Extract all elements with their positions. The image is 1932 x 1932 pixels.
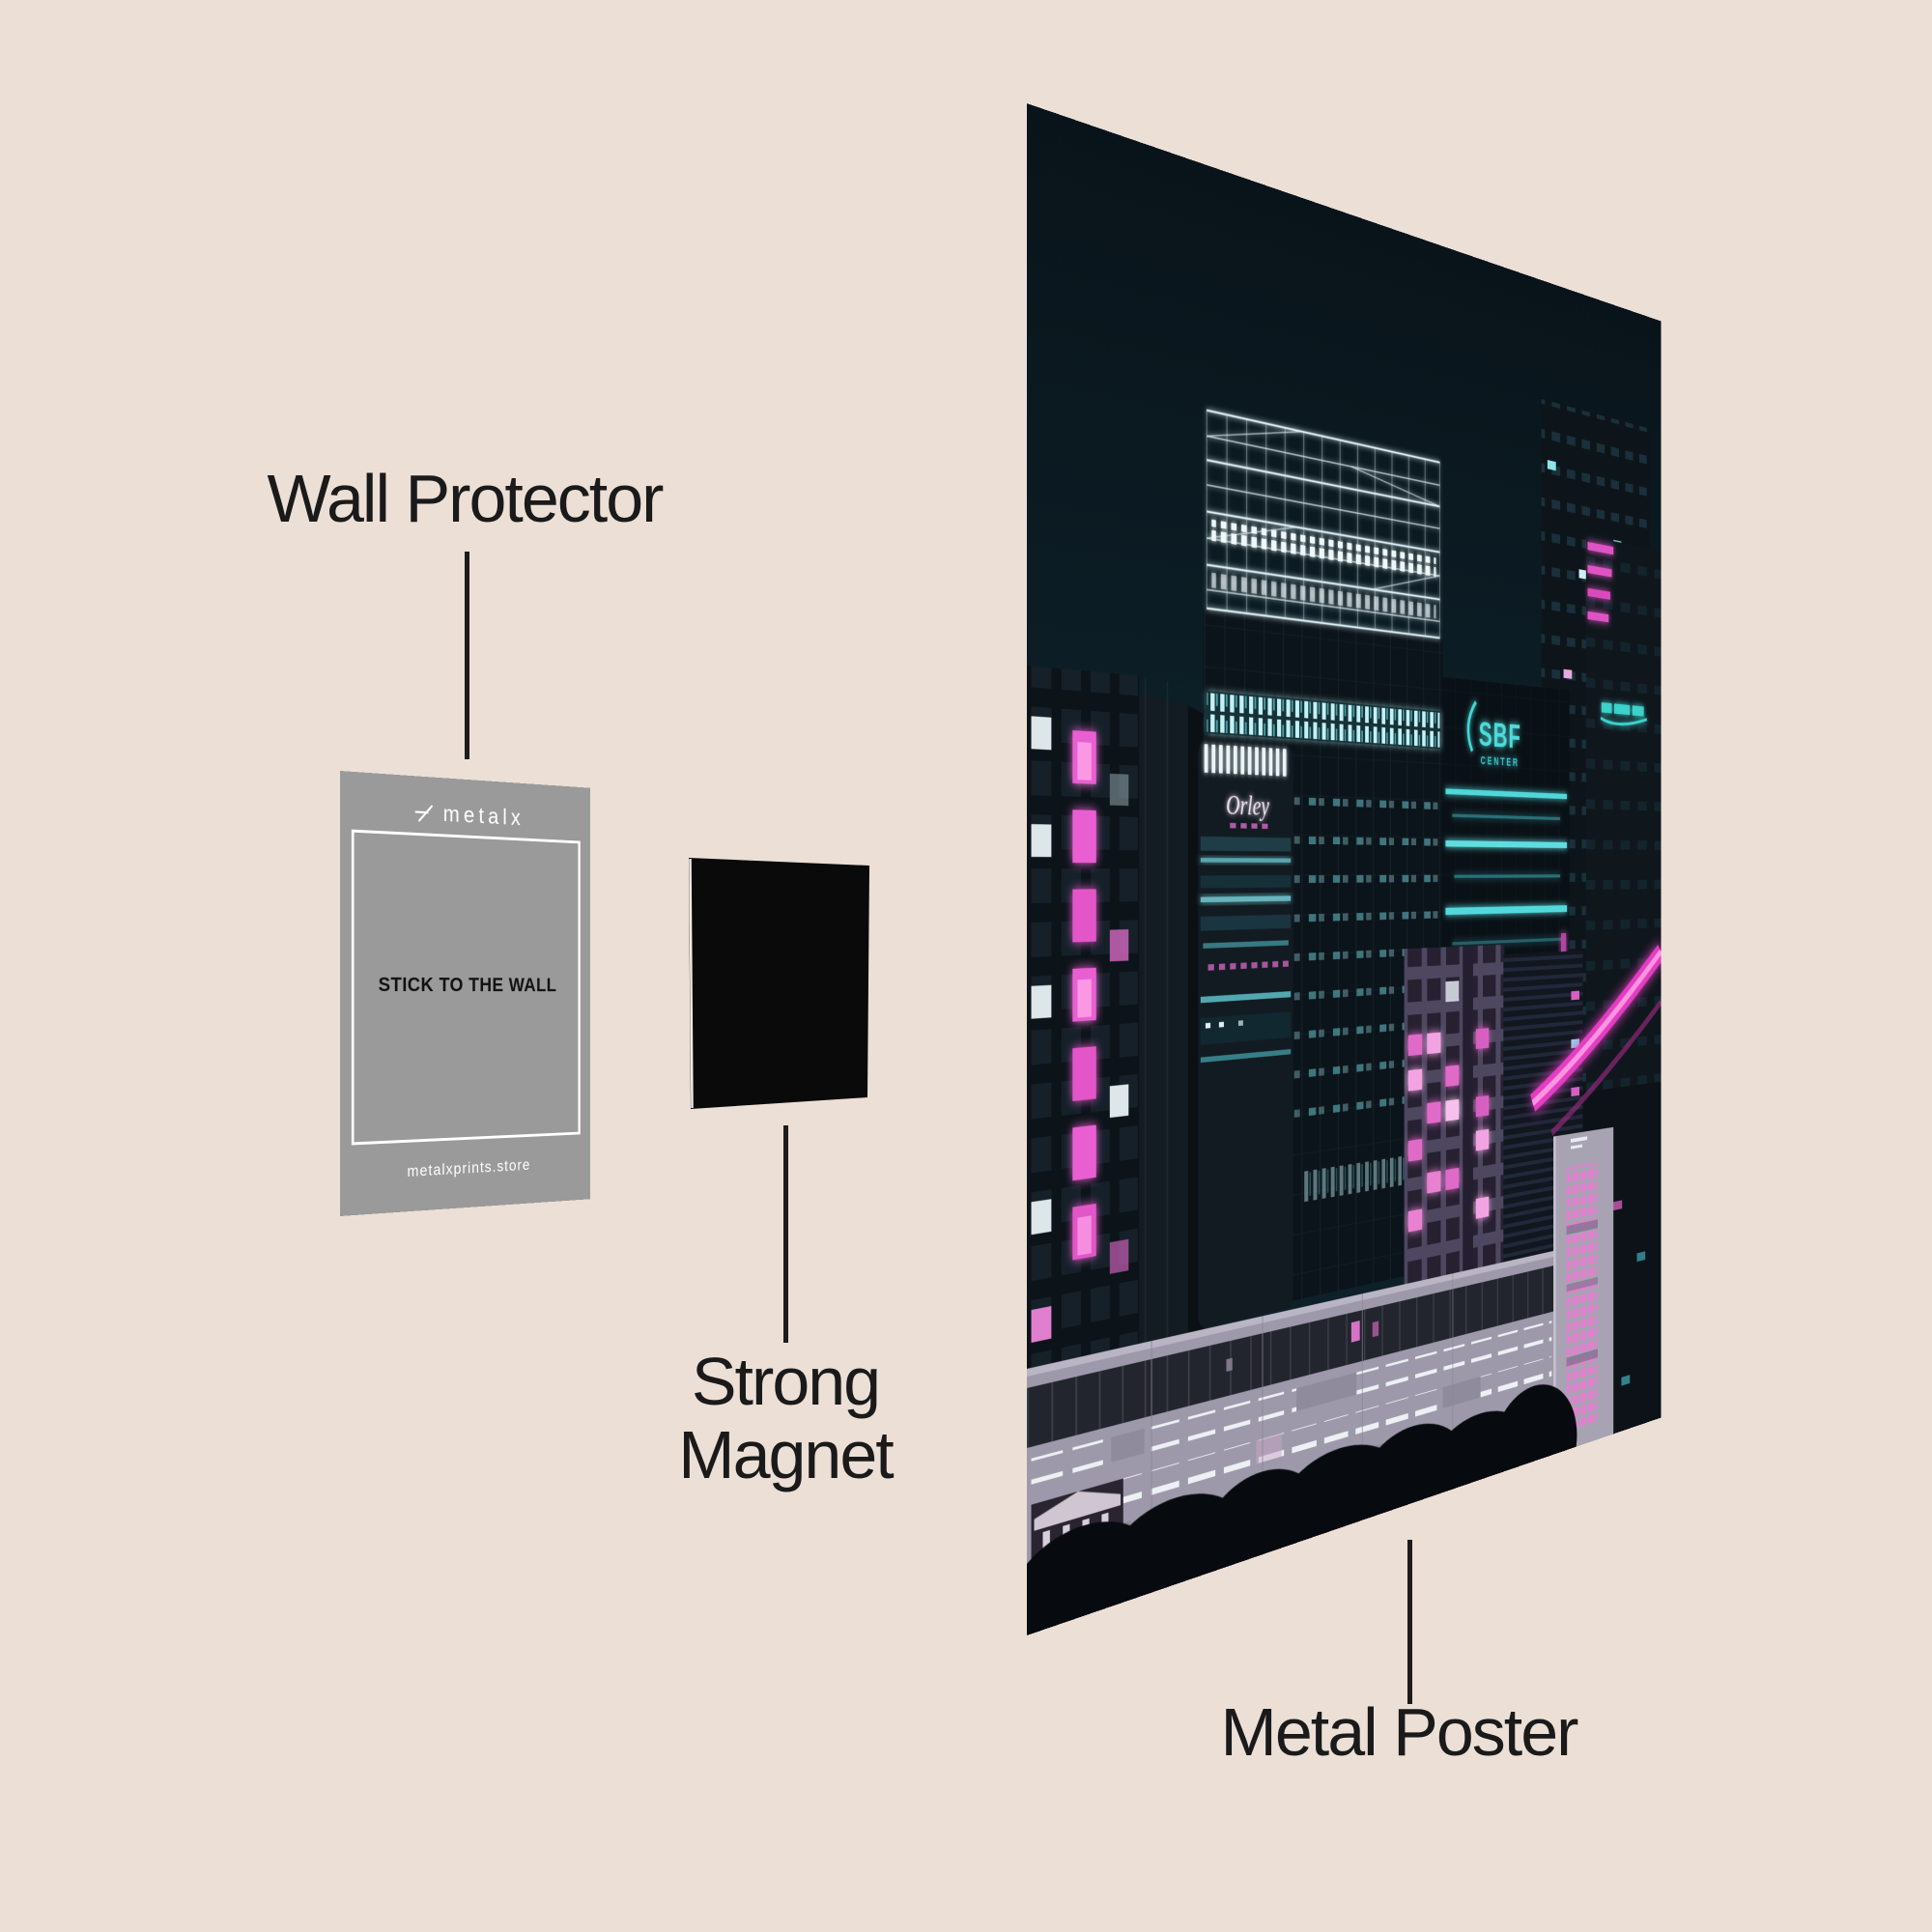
wall-protector-card: metalx STICK TO THE WALL metalxprints.st…	[340, 771, 590, 1216]
strong-magnet-label-line2: Magnet	[678, 1417, 894, 1492]
wall-protector-label: Wall Protector	[267, 461, 665, 536]
strong-magnet	[681, 850, 879, 1121]
pink-window-midrise	[1404, 944, 1505, 1285]
orley-sign-text: Orley	[1226, 789, 1269, 821]
orley-building: Orley	[1198, 740, 1293, 1329]
strong-magnet-label: Strong Magnet	[678, 1344, 894, 1492]
sbf-sign-subtext: CENTER	[1481, 753, 1520, 769]
strong-magnet-label-line1: Strong	[691, 1344, 881, 1419]
sbf-sign: SBF CENTER	[1468, 701, 1521, 769]
wall-protector-connector-line	[465, 552, 469, 759]
magnet-shape	[689, 858, 869, 1109]
card-center-text: STICK TO THE WALL	[378, 974, 557, 996]
central-tower	[1203, 409, 1442, 1321]
card-footer-text: metalxprints.store	[407, 1156, 531, 1180]
strong-magnet-connector-line	[783, 1125, 788, 1343]
lit-windows	[1031, 716, 1129, 1344]
sbf-tower: SBF CENTER	[1442, 676, 1570, 1268]
window-lights	[1208, 769, 1440, 1143]
metal-poster: SBF CENTER	[1027, 103, 1662, 1635]
sbf-sign-text: SBF	[1479, 716, 1521, 756]
metal-poster-label: Metal Poster	[1220, 1694, 1579, 1770]
metal-poster-connector-line	[1407, 1540, 1412, 1704]
left-neon-building	[1027, 666, 1140, 1378]
roof-light-bars	[1200, 743, 1291, 787]
metal-poster-artwork: SBF CENTER	[1027, 103, 1662, 1635]
metalx-logo-text: metalx	[442, 801, 525, 832]
metalx-logo-icon	[413, 803, 436, 825]
